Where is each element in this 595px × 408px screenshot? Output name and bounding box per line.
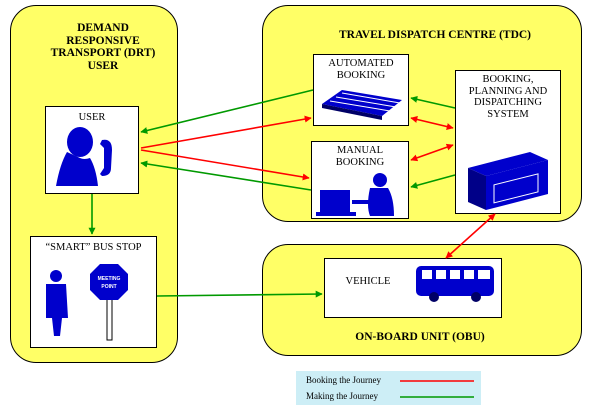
arrow-bps-vehicle	[445, 213, 496, 259]
legend-making-label: Making the Journey	[306, 391, 378, 401]
tdc-title: TRAVEL DISPATCH CENTRE (TDC)	[315, 29, 555, 42]
bps-label: BOOKING, PLANNING AND DISPATCHING SYSTEM	[468, 74, 548, 120]
arrow-manual-to-user	[140, 160, 312, 191]
legend-booking-label: Booking the Journey	[306, 375, 381, 385]
legend: Booking the Journey Making the Journey	[296, 371, 481, 405]
arrow-user-to-manual	[140, 149, 310, 181]
manual-booking-label: MANUAL BOOKING	[335, 145, 385, 168]
pedestrian-icon	[46, 270, 68, 336]
drt-user-title: DEMAND RESPONSIVE TRANSPORT (DRT) USER	[44, 22, 162, 73]
arrow-manual-bps	[410, 143, 454, 162]
operator-computer-icon	[316, 173, 394, 216]
automated-booking-label: AUTOMATED BOOKING	[328, 58, 394, 81]
arrow-automated-to-user	[140, 89, 314, 134]
meeting-point-sign-icon: MEETING POINT	[90, 264, 128, 341]
arrow-bps-to-manual	[410, 174, 456, 189]
keyboard-icon	[322, 90, 402, 120]
tdc-title-text: TRAVEL DISPATCH CENTRE (TDC)	[338, 29, 532, 41]
sign-line1: MEETING	[98, 276, 121, 282]
arrow-bps-to-automated	[410, 95, 456, 109]
legend-lines	[400, 380, 474, 398]
vehicle-label: VEHICLE	[345, 276, 391, 287]
sign-line2: POINT	[101, 284, 116, 290]
server-icon	[468, 152, 548, 210]
drt-user-title-text: DEMAND RESPONSIVE TRANSPORT (DRT) USER	[50, 22, 156, 72]
arrow-automated-bps	[410, 116, 454, 130]
making-arrows	[88, 89, 456, 298]
user-label: USER	[78, 112, 106, 123]
booking-arrows	[140, 115, 496, 259]
bus-icon	[416, 266, 494, 302]
arrow-stop-to-vehicle	[156, 290, 323, 298]
smart-bus-stop-label: “SMART” BUS STOP	[45, 242, 142, 253]
obu-title: ON-BOARD UNIT (OBU)	[340, 331, 500, 344]
arrow-user-to-automated	[140, 115, 312, 149]
user-phone-icon	[56, 127, 112, 186]
obu-title-text: ON-BOARD UNIT (OBU)	[355, 331, 485, 343]
